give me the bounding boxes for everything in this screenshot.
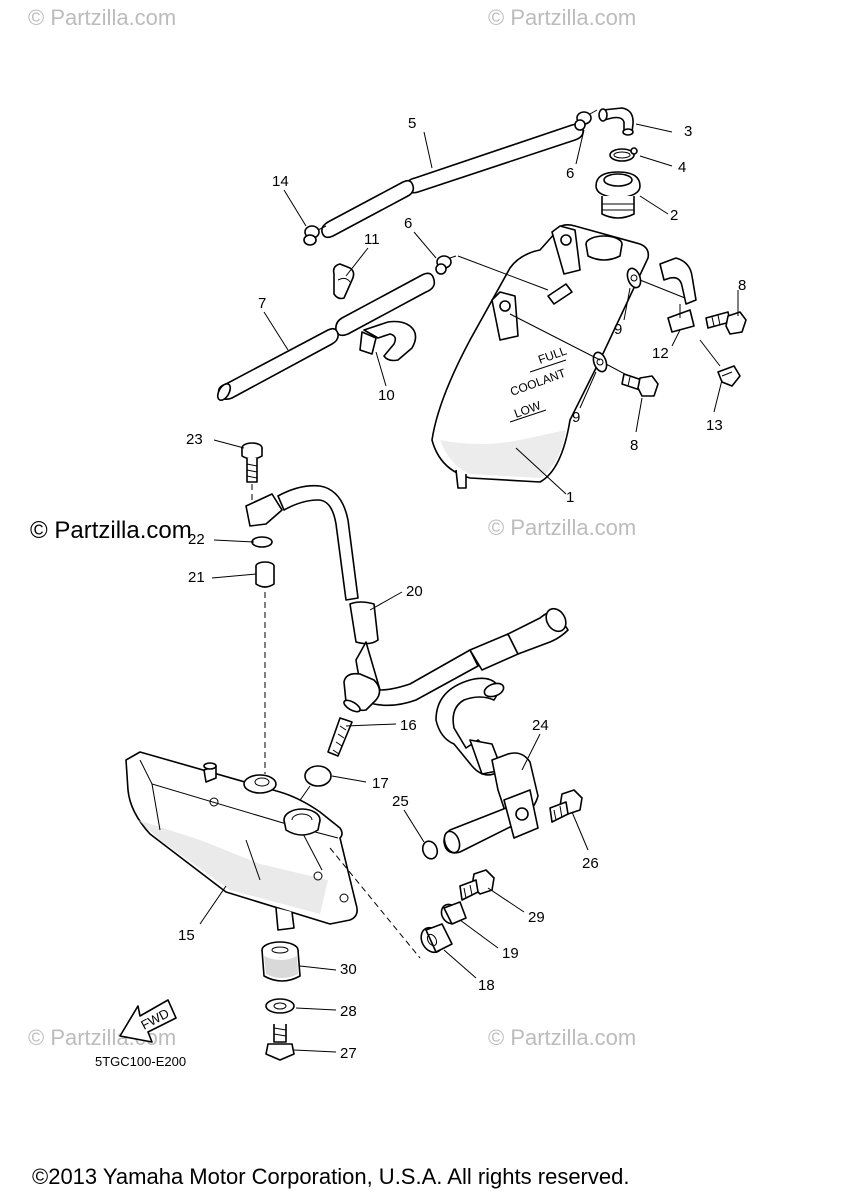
- callout-23: 23: [186, 431, 203, 448]
- callout-24: 24: [532, 717, 549, 734]
- callout-3: 3: [684, 123, 692, 140]
- part-9-washer-lower: [592, 351, 608, 373]
- callout-4: 4: [678, 159, 686, 176]
- callout-26: 26: [582, 855, 599, 872]
- callout-14: 14: [272, 173, 289, 190]
- part-12-bracket: [659, 257, 697, 333]
- callout-6-mid: 6: [404, 215, 412, 232]
- callout-17: 17: [372, 775, 389, 792]
- watermark-mid-right: © Partzilla.com: [488, 515, 636, 540]
- part-26-bolt: [549, 789, 583, 823]
- part-15-oil-tank: [125, 751, 421, 959]
- callout-29: 29: [528, 909, 545, 926]
- part-8-bolt-lower: [621, 373, 659, 397]
- callout-5: 5: [408, 115, 416, 132]
- callout-6-top: 6: [566, 165, 574, 182]
- part-8-bolt-upper: [705, 311, 747, 335]
- part-22-o-ring: [251, 536, 273, 548]
- part-3-elbow-fitting: [598, 107, 634, 136]
- part-18-grommet: [420, 923, 453, 954]
- callout-18: 18: [478, 977, 495, 994]
- part-24-hose: [435, 677, 539, 854]
- callout-2: 2: [670, 207, 678, 224]
- part-21-collar: [255, 561, 275, 774]
- part-10-clip: [359, 320, 417, 362]
- part-30-grommet: [261, 941, 301, 982]
- callout-1: 1: [566, 489, 574, 506]
- copyright-notice: ©2013 Yamaha Motor Corporation, U.S.A. A…: [32, 1164, 629, 1189]
- part-11-clip: [332, 263, 355, 300]
- callout-28: 28: [340, 1003, 357, 1020]
- callout-9-upper: 9: [614, 321, 622, 338]
- callout-leaders: [199, 123, 739, 1053]
- callout-16: 16: [400, 717, 417, 734]
- part-25-o-ring: [421, 840, 439, 860]
- part-14-clamp: [303, 225, 327, 246]
- part-7-hose: [216, 272, 436, 401]
- part-5-hose: [321, 123, 584, 239]
- callout-10: 10: [378, 387, 395, 404]
- part-1-coolant-tank: FULL COOLANT LOW: [431, 224, 650, 489]
- part-19-collar: [440, 901, 467, 925]
- diagram-code: 5TGC100-E200: [95, 1054, 186, 1069]
- callout-12: 12: [652, 345, 669, 362]
- callout-7: 7: [258, 295, 266, 312]
- part-27-bolt: [265, 1024, 295, 1061]
- watermark-top-left: © Partzilla.com: [28, 5, 176, 30]
- part-4-clamp: [609, 147, 638, 162]
- part-17-o-ring: [295, 765, 332, 807]
- part-28-washer: [265, 998, 295, 1014]
- part-6-clamp-mid: [435, 255, 549, 291]
- callout-21: 21: [188, 569, 205, 586]
- part-13-clip-nut: [699, 339, 741, 387]
- callout-20: 20: [406, 583, 423, 600]
- part-29-bolt: [459, 869, 495, 901]
- callout-11: 11: [364, 231, 380, 248]
- callout-8-upper: 8: [738, 277, 746, 294]
- callout-15: 15: [178, 927, 195, 944]
- watermark-bottom-right: © Partzilla.com: [488, 1025, 636, 1050]
- part-2-cap: [595, 171, 641, 219]
- callout-30: 30: [340, 961, 357, 978]
- callout-9-lower: 9: [572, 409, 580, 426]
- part-16-dipstick: [327, 672, 381, 757]
- part-20-breather-pipe: [245, 484, 569, 707]
- part-23-bolt: [241, 442, 263, 500]
- callout-27: 27: [340, 1045, 357, 1062]
- callout-8-lower: 8: [630, 437, 638, 454]
- callout-13: 13: [706, 417, 723, 434]
- callout-numbers: 5 3 4 6 2 14 6 11 7 10 8 9 12 13 9 8 1 2…: [178, 115, 746, 1062]
- part-6-clamp-top: [574, 109, 598, 131]
- callout-25: 25: [392, 793, 409, 810]
- callout-19: 19: [502, 945, 519, 962]
- watermark-top-right: © Partzilla.com: [488, 5, 636, 30]
- watermark-mid-left: © Partzilla.com: [30, 517, 192, 544]
- part-9-washer-upper: [626, 267, 642, 289]
- callout-22: 22: [188, 531, 205, 548]
